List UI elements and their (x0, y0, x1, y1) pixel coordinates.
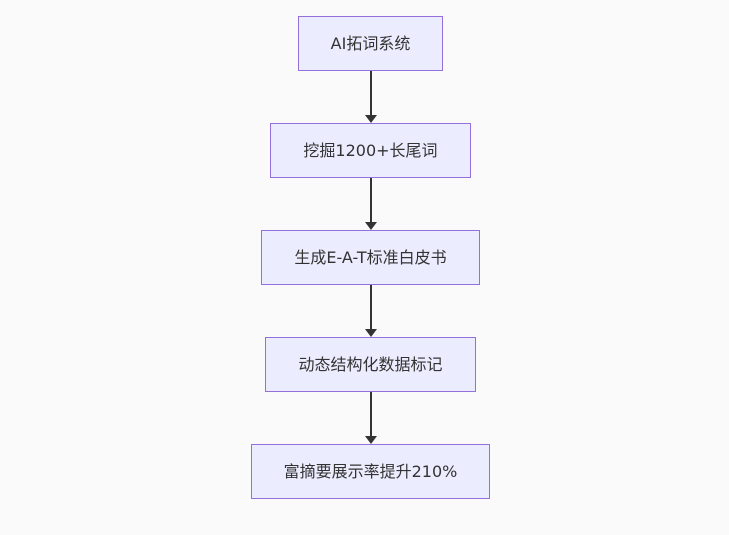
arrow-connector (364, 285, 377, 337)
arrowhead-down-icon (364, 115, 377, 123)
arrow-line (369, 285, 372, 330)
arrowhead-down-icon (364, 222, 377, 230)
arrowhead-down-icon (364, 329, 377, 337)
flow-node-generate-eat-whitepaper: 生成E-A-T标准白皮书 (261, 230, 480, 285)
node-label: AI拓词系统 (330, 33, 411, 53)
node-label: 生成E-A-T标准白皮书 (294, 247, 447, 267)
arrow-connector (364, 71, 377, 123)
arrow-line (369, 71, 372, 116)
node-label: 富摘要展示率提升210% (283, 461, 458, 481)
arrow-connector (364, 178, 377, 230)
arrow-line (369, 392, 372, 437)
arrowhead-down-icon (364, 436, 377, 444)
flow-node-ai-keyword-system: AI拓词系统 (297, 16, 444, 71)
node-label: 动态结构化数据标记 (298, 354, 443, 374)
flowchart-column: AI拓词系统 挖掘1200+长尾词 生成E-A-T标准白皮书 动态结构化数据标记 (6, 0, 729, 499)
flow-node-mine-longtail-keywords: 挖掘1200+长尾词 (270, 123, 471, 178)
node-label: 挖掘1200+长尾词 (303, 140, 438, 160)
flow-node-dynamic-structured-data-markup: 动态结构化数据标记 (265, 337, 476, 392)
arrow-connector (364, 392, 377, 444)
flow-node-rich-snippet-rate-increase: 富摘要展示率提升210% (250, 444, 491, 499)
arrow-line (369, 178, 372, 223)
